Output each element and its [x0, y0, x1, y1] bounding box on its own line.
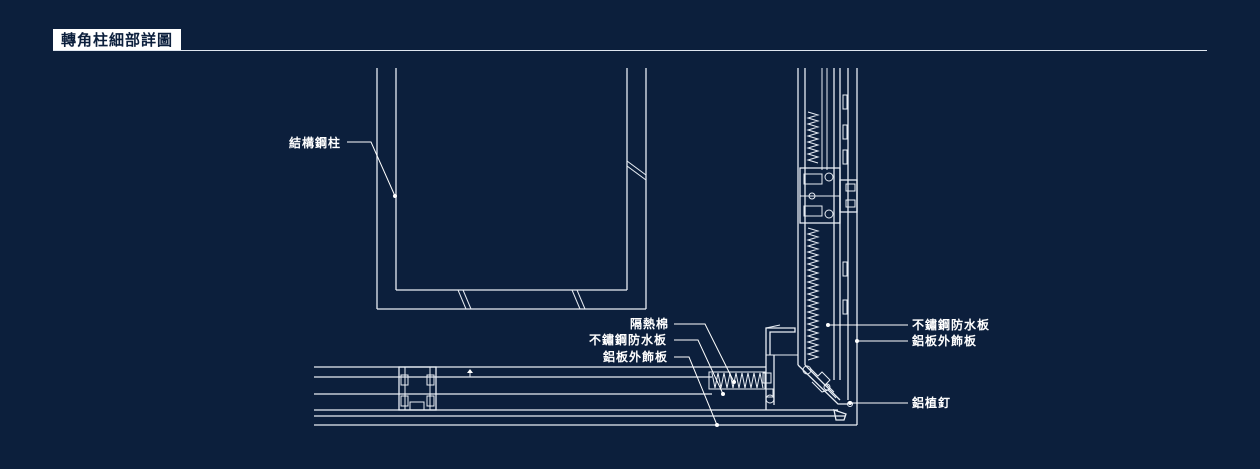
label-cladding-left: 鋁板外飾板 — [602, 349, 668, 364]
label-aluminum-rivet: 鋁植釘 — [911, 395, 951, 410]
title-underline — [53, 50, 1207, 51]
callout-insulation: 隔熱棉 — [630, 316, 736, 384]
vertical-wall-system — [765, 68, 858, 425]
callout-steel-column: 結構鋼柱 — [289, 135, 397, 198]
callout-cladding-left: 鋁板外飾板 — [602, 349, 719, 427]
callout-cladding-right: 鋁板外飾板 — [855, 333, 977, 348]
label-waterproof-right: 不鏽鋼防水板 — [912, 317, 990, 332]
label-insulation: 隔熱棉 — [630, 316, 669, 331]
callout-aluminum-rivet: 鋁植釘 — [848, 395, 951, 410]
label-cladding-right: 鋁板外飾板 — [911, 333, 977, 348]
label-steel-column: 結構鋼柱 — [289, 135, 341, 150]
horizontal-wall-system — [314, 354, 857, 426]
label-waterproof-left: 不鏽鋼防水板 — [589, 332, 667, 347]
callout-waterproof-left: 不鏽鋼防水板 — [589, 332, 725, 396]
page-title: 轉角柱細部詳圖 — [53, 29, 182, 51]
callout-waterproof-right: 不鏽鋼防水板 — [826, 317, 990, 332]
steel-column — [376, 68, 647, 310]
